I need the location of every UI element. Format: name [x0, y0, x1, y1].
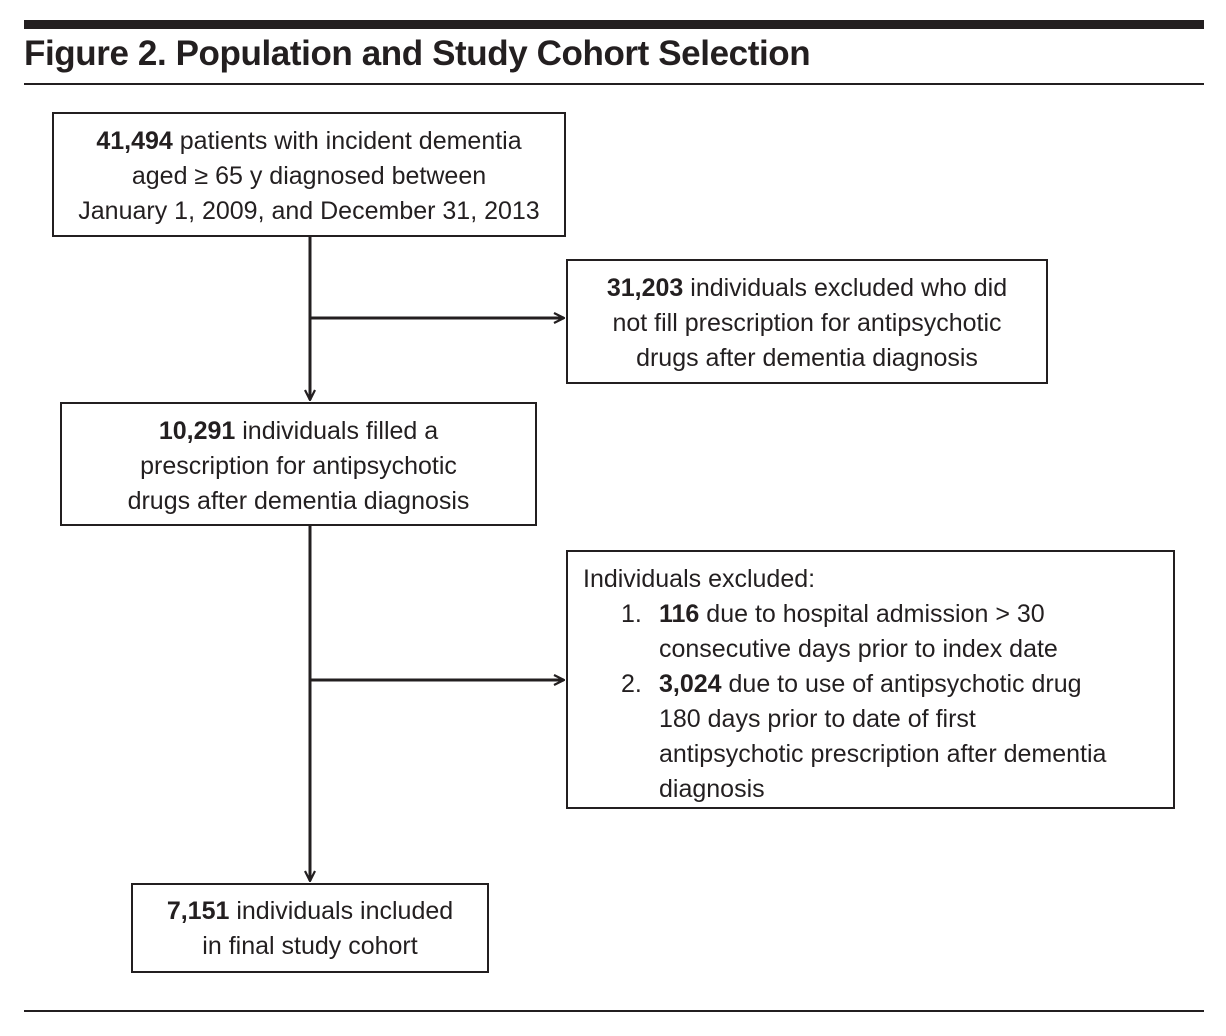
bottom-rule: [24, 1010, 1204, 1012]
exclusion-item-2-line-3: antipsychotic prescription after dementi…: [659, 740, 1107, 768]
initial-line-3: January 1, 2009, and December 31, 2013: [78, 197, 540, 225]
excluded-first-count: 31,203: [606, 274, 684, 302]
excluded-criteria-header: Individuals excluded:: [583, 565, 816, 593]
top-rule: [24, 20, 1204, 29]
excluded-first-line-1: individuals excluded who did: [690, 274, 1008, 302]
exclusion-item-2-line-4: diagnosis: [659, 775, 765, 803]
excluded-criteria-box: Individuals excluded: 1. 116 due to hosp…: [566, 550, 1175, 809]
initial-count: 41,494: [96, 127, 173, 155]
exclusion-item-1-line-2: consecutive days prior to index date: [659, 635, 1058, 663]
filled-line-3: drugs after dementia diagnosis: [127, 487, 470, 515]
exclusion-item-1-number: 1.: [621, 600, 642, 628]
initial-line-2: aged ≥ 65 y diagnosed between: [131, 162, 487, 190]
exclusion-item-2-count: 3,024: [659, 670, 722, 698]
final-line-2: in final study cohort: [202, 932, 418, 960]
excluded-first-line-3: drugs after dementia diagnosis: [636, 344, 978, 372]
figure-title: Figure 2. Population and Study Cohort Se…: [24, 34, 811, 73]
final-line-1: individuals included: [236, 897, 454, 925]
exclusion-item-2-number: 2.: [621, 670, 642, 698]
excluded-first-line-2: not fill prescription for antipsychotic: [612, 309, 1002, 337]
exclusion-item-1-line-1: due to hospital admission > 30: [706, 600, 1045, 628]
exclusion-item-1-count: 116: [659, 600, 700, 628]
excluded-no-prescription-box: 31,203 individuals excluded who did not …: [566, 259, 1048, 384]
filled-prescription-box: 10,291 individuals filled a prescription…: [60, 402, 537, 526]
initial-line-1: patients with incident dementia: [179, 127, 522, 155]
title-rule: [24, 83, 1204, 85]
filled-line-2: prescription for antipsychotic: [140, 452, 457, 480]
initial-population-box: 41,494 patients with incident dementia a…: [52, 112, 566, 237]
exclusion-item-2-line-1: due to use of antipsychotic drug: [728, 670, 1082, 698]
filled-line-1: individuals filled a: [242, 417, 439, 445]
exclusion-item-2-line-2: 180 days prior to date of first: [659, 705, 976, 733]
final-cohort-box: 7,151 individuals included in final stud…: [131, 883, 489, 973]
filled-count: 10,291: [158, 417, 236, 445]
exclusion-item-1: 1. 116 due to hospital admission > 30 co…: [568, 597, 1173, 667]
final-count: 7,151: [166, 897, 230, 925]
exclusion-item-2: 2. 3,024 due to use of antipsychotic dru…: [568, 667, 1173, 807]
